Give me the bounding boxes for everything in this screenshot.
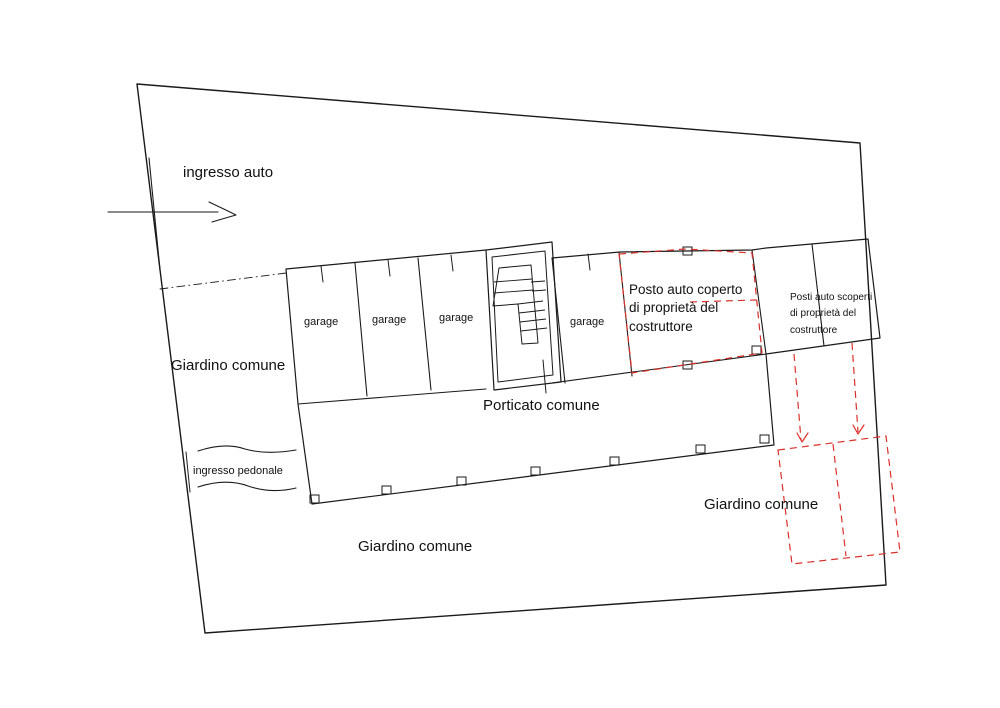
driveway-line [159, 272, 287, 290]
car-entrance-gate [148, 157, 161, 271]
label-garage-4: garage [570, 316, 604, 328]
stair-door [542, 359, 547, 394]
label-posto-coperto-2: di proprietà del [629, 300, 718, 315]
pillars [309, 246, 770, 504]
label-porticato: Porticato comune [483, 397, 600, 414]
stair-core-outer [485, 241, 562, 391]
label-giardino-right: Giardino comune [704, 496, 818, 513]
label-garage-1: garage [304, 316, 338, 328]
label-posto-coperto-1: Posto auto coperto [629, 282, 742, 297]
stair-core-inner [491, 250, 554, 383]
door-tick [320, 265, 324, 283]
label-posto-coperto-3: costruttore [629, 319, 693, 334]
open-parking-divider [811, 243, 825, 347]
label-giardino-left: Giardino comune [171, 357, 285, 374]
door-tick [587, 253, 591, 271]
label-posti-scoperti-3: costruttore [790, 325, 838, 336]
open-parking-dashed [777, 342, 901, 565]
lot-boundary [136, 83, 887, 634]
label-garage-3: garage [439, 312, 473, 324]
garage-divider-2 [417, 257, 432, 391]
car-entrance-arrow-icon [208, 201, 237, 223]
covered-parking-dashed [618, 248, 763, 374]
label-garage-2: garage [372, 314, 406, 326]
label-posti-scoperti-2: di proprietà del [790, 308, 856, 319]
door-tick [450, 254, 454, 272]
label-ingresso-auto: ingresso auto [183, 164, 273, 181]
pedestrian-gate [185, 451, 191, 493]
pedestrian-path-top [197, 445, 297, 453]
open-parking-arrow-icon-2 [852, 424, 865, 435]
garage-divider-1 [354, 262, 368, 397]
stair-flight [492, 264, 539, 345]
pedestrian-path-bottom [197, 481, 297, 492]
label-giardino-bottom: Giardino comune [358, 538, 472, 555]
door-tick [387, 259, 391, 277]
stair-treads [493, 278, 548, 332]
porticato-top-line [297, 388, 487, 405]
open-parking-arrow-icon-1 [796, 432, 809, 443]
building-outline [285, 238, 881, 505]
label-ingresso-pedonale: ingresso pedonale [193, 465, 283, 477]
building-divider-right [751, 249, 767, 355]
label-posti-scoperti-1: Posti auto scoperti [790, 292, 872, 303]
